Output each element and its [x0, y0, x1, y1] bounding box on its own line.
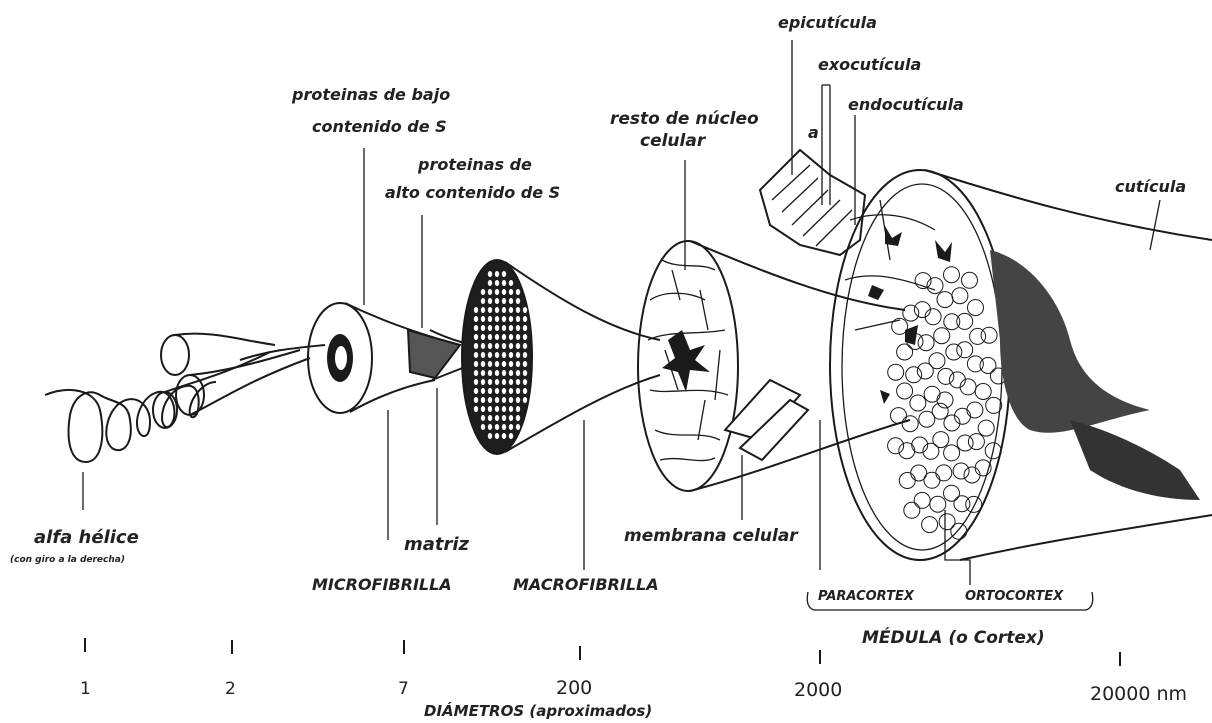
- label-resto-nucleo-2: celular: [640, 131, 707, 151]
- fiber-cortex-drawing: [820, 170, 1212, 585]
- label-resto-nucleo-1: resto de núcleo: [610, 109, 759, 129]
- label-proteinas-bajo-2: contenido de S: [312, 117, 447, 136]
- alpha-helix-drawing: [45, 382, 216, 510]
- scale-tick-label: 200: [556, 677, 592, 699]
- label-paracortex: PARACORTEX: [818, 589, 915, 604]
- label-ortocortex: ORTOCORTEX: [965, 589, 1064, 604]
- scale-title: DIÁMETROS (aproximados): [424, 701, 652, 720]
- label-cuticula: cutícula: [1115, 177, 1186, 196]
- label-alfa-helice-sub: (con giro a la derecha): [10, 555, 125, 565]
- label-endocuticula: endocutícula: [848, 95, 964, 114]
- label-medula: MÉDULA (o Cortex): [862, 626, 1045, 648]
- diameter-scale: 1 2 7 200 2000 20000 nm DIÁMETROS (aprox…: [80, 638, 1187, 720]
- scale-tick-label: 2000: [794, 679, 842, 701]
- protofibril-bundle-drawing: [153, 334, 325, 428]
- label-proteinas-alto-1: proteinas de: [417, 155, 532, 174]
- label-alfa-helice: alfa hélice: [34, 527, 139, 548]
- label-proteinas-bajo-1: proteinas de bajo: [291, 85, 450, 104]
- label-epicuticula: epicutícula: [778, 13, 877, 32]
- scale-tick-label: 1: [80, 679, 91, 699]
- scale-tick-label: 20000 nm: [1090, 683, 1187, 705]
- label-macrofibrilla: MACROFIBRILLA: [513, 575, 659, 594]
- scale-tick-label: 2: [225, 679, 236, 699]
- label-a: a: [808, 123, 819, 142]
- label-membrana-celular: membrana celular: [624, 526, 799, 546]
- scale-tick-label: 7: [398, 679, 409, 699]
- macrofibril-drawing: [462, 260, 660, 570]
- label-exocuticula: exocutícula: [818, 55, 921, 74]
- label-proteinas-alto-2: alto contenido de S: [385, 183, 560, 202]
- label-matriz: matriz: [404, 534, 470, 555]
- label-microfibrilla: MICROFIBRILLA: [312, 575, 452, 594]
